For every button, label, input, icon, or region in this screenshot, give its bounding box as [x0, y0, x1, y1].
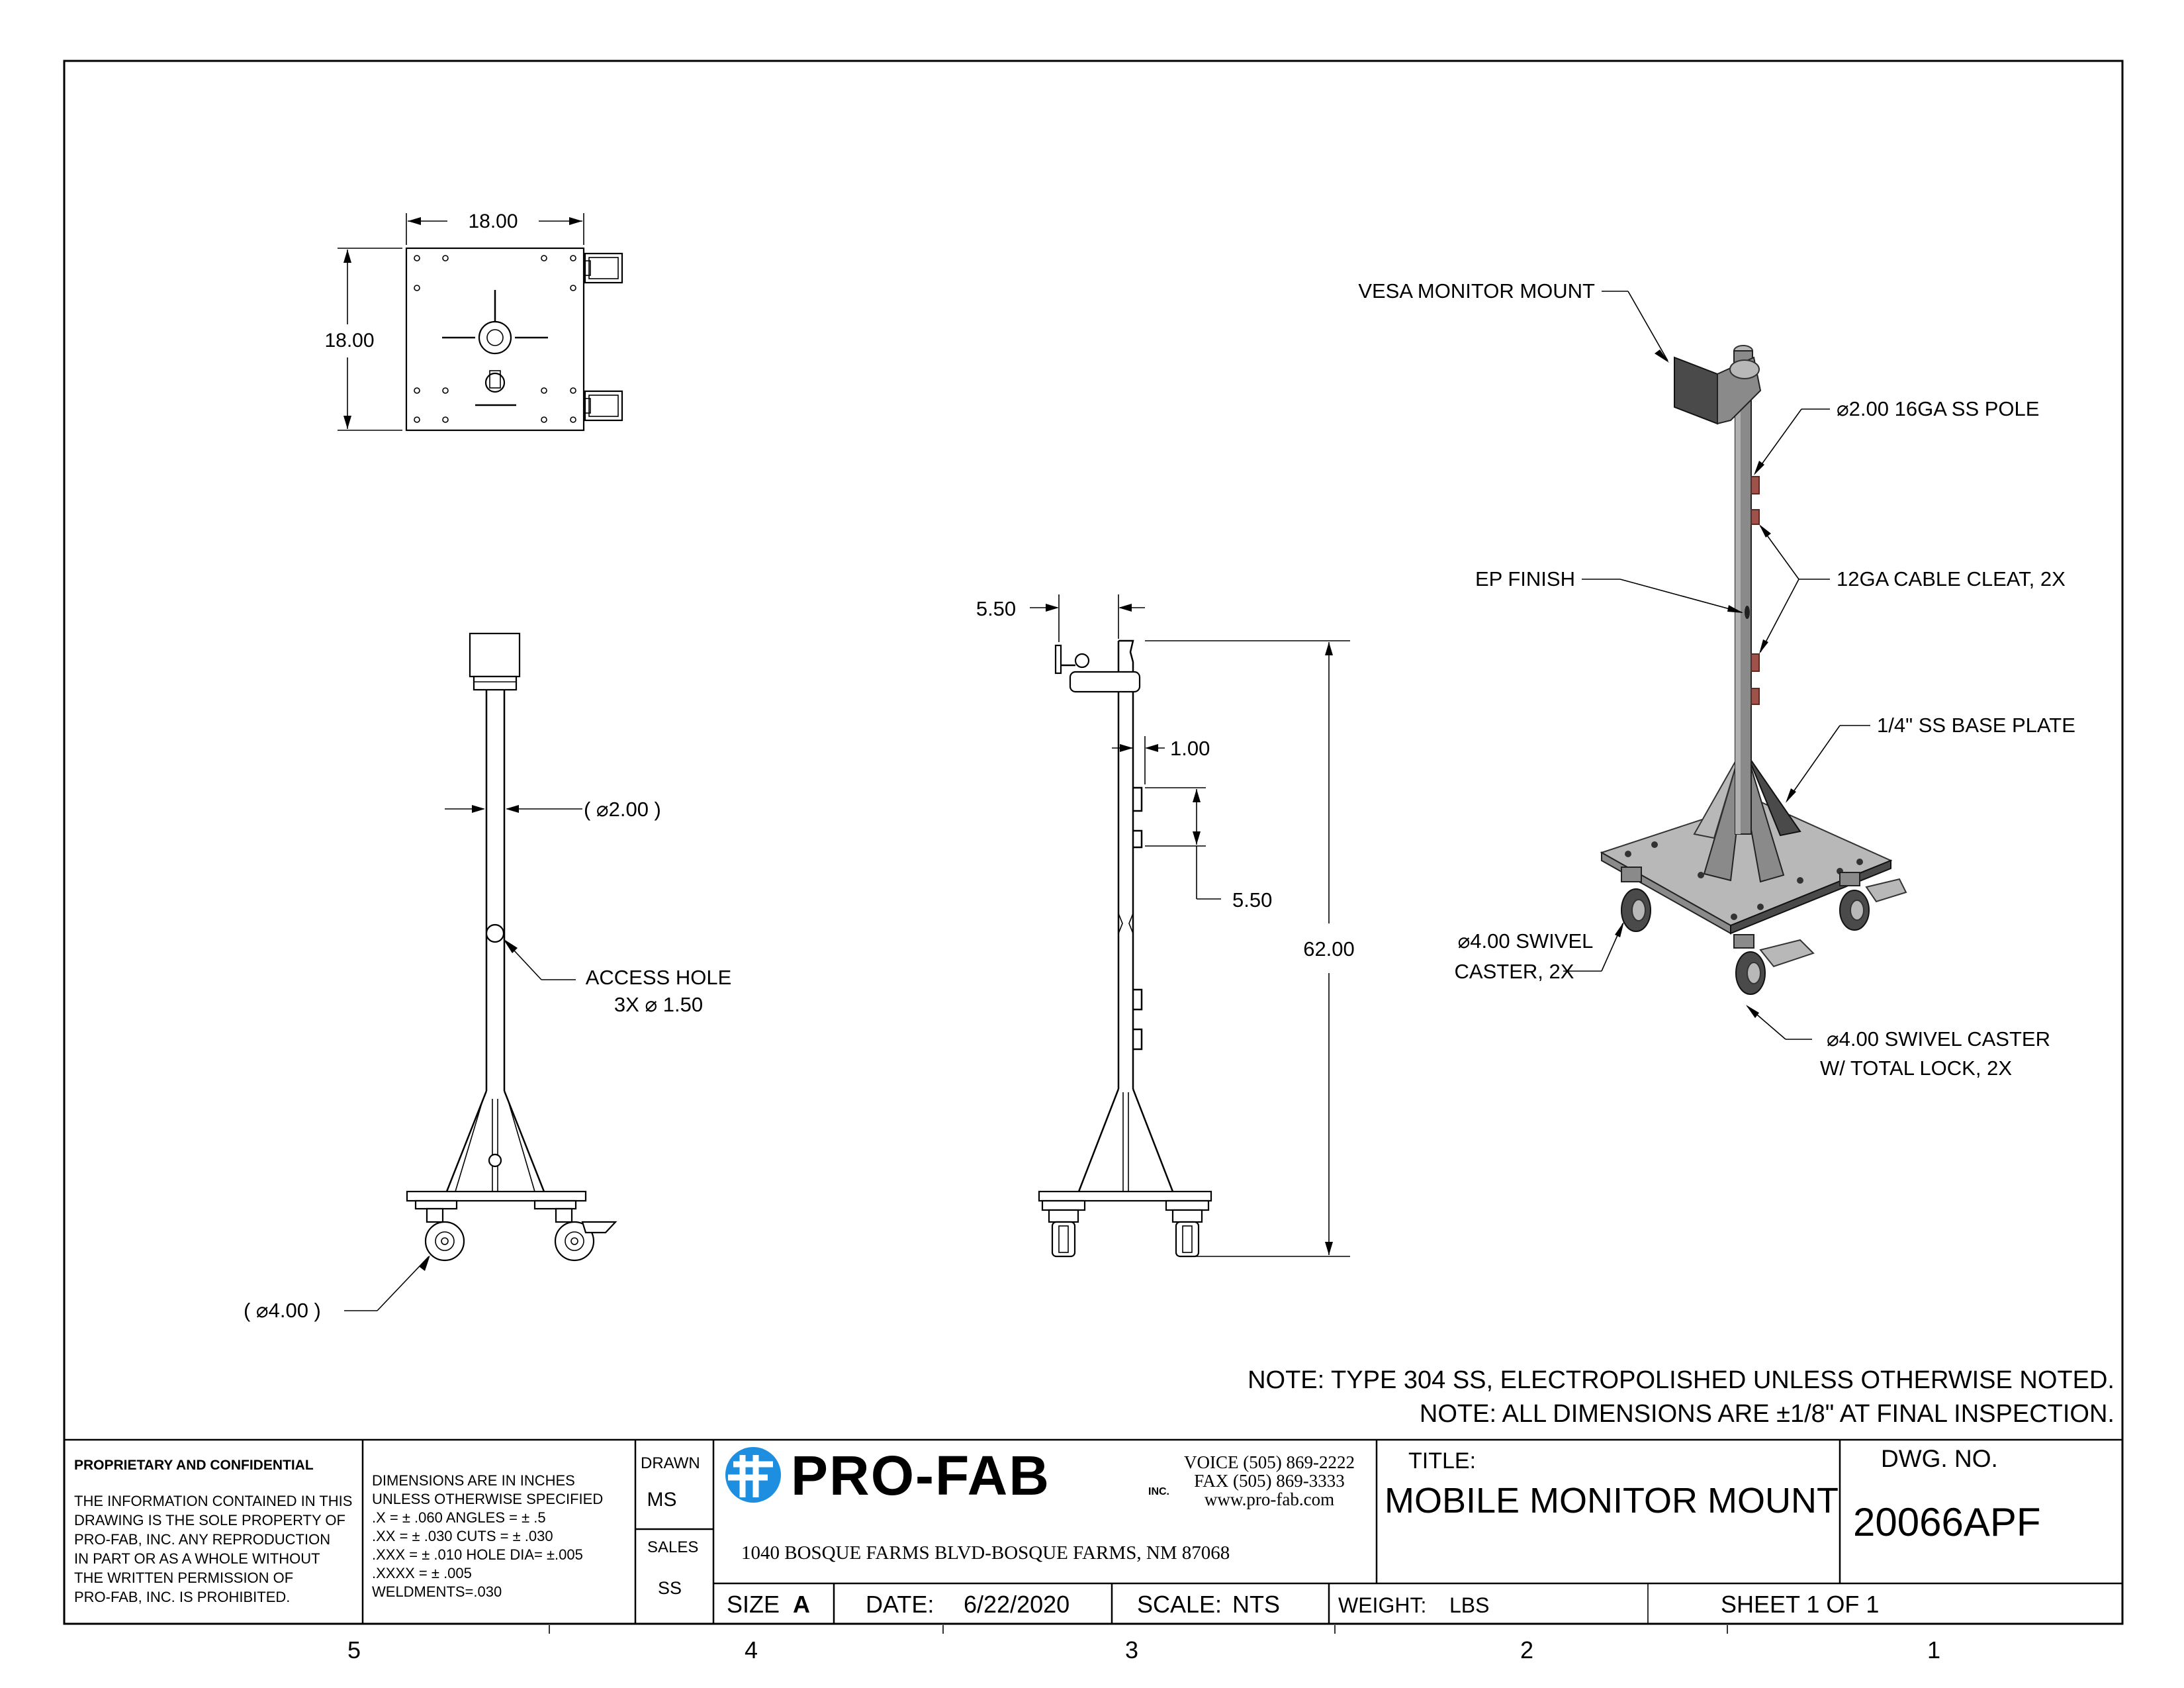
iso-lock-label-2: W/ TOTAL LOCK, 2X [1820, 1056, 2012, 1080]
sheet-number: SHEET 1 OF 1 [1721, 1591, 1879, 1618]
access-hole-label: ACCESS HOLE [586, 966, 732, 989]
iso-swivel-label-2: CASTER, 2X [1455, 960, 1574, 983]
front-pole-dia-dim: ( ⌀2.00 ) [584, 798, 661, 821]
sheet-border [63, 60, 2124, 1625]
weight-value: LBS [1449, 1593, 1489, 1617]
side-mount-offset-dim: 5.50 [976, 597, 1016, 620]
proprietary-line: PRO-FAB, INC. IS PROHIBITED. [74, 1589, 290, 1605]
weight-label: WEIGHT: [1338, 1593, 1426, 1617]
size-label: SIZE [727, 1591, 780, 1618]
sales-label: SALES [647, 1538, 698, 1556]
dwg-value: 20066APF [1853, 1500, 2041, 1544]
iso-caster-front [1733, 934, 1815, 995]
proprietary-line: DRAWING IS THE SOLE PROPERTY OF [74, 1512, 345, 1528]
iso-base-label: 1/4" SS BASE PLATE [1877, 714, 2075, 737]
tolerance-line: .XXX = ± .010 HOLE DIA= ±.005 [372, 1546, 583, 1563]
front-caster-dim: ( ⌀4.00 ) [244, 1299, 321, 1322]
iso-cable-cleats [1751, 476, 1760, 705]
scale-value: NTS [1232, 1591, 1280, 1618]
company-suffix: INC. [1148, 1486, 1169, 1497]
note-material: NOTE: TYPE 304 SS, ELECTROPOLISHED UNLES… [1248, 1366, 2115, 1394]
title-label: TITLE: [1408, 1448, 1476, 1474]
iso-view: VESA MONITOR MOUNT ⌀2.00 16GA SS POLE EP… [1358, 279, 2075, 1080]
iso-pole-label: ⌀2.00 16GA SS POLE [1837, 397, 2039, 420]
tolerance-line: .X = ± .060 ANGLES = ± .5 [372, 1509, 546, 1526]
iso-caster-left [1621, 867, 1651, 932]
front-view: ( ⌀2.00 ) ACCESS HOLE 3X ⌀ 1.50 ( ⌀4.00 … [244, 632, 732, 1322]
zone-number: 3 [1125, 1636, 1138, 1664]
top-view: 18.00 18.00 [324, 211, 623, 432]
title-block: PROPRIETARY AND CONFIDENTIAL THE INFORMA… [64, 1438, 2122, 1624]
date-label: DATE: [866, 1591, 934, 1618]
zone-number: 4 [745, 1636, 758, 1664]
base-plate-holes [414, 255, 576, 423]
tolerance-line: UNLESS OTHERWISE SPECIFIED [372, 1491, 603, 1507]
proprietary-line: PRO-FAB, INC. ANY REPRODUCTION [74, 1531, 330, 1548]
tolerance-line: WELDMENTS=.030 [372, 1583, 502, 1600]
side-overall-height-dim: 62.00 [1303, 937, 1355, 961]
zone-markers: 5 4 3 2 1 [347, 1625, 1940, 1664]
side-view: 5.50 1.00 5.50 62.00 [976, 594, 1355, 1258]
company-web: www.pro-fab.com [1205, 1489, 1334, 1509]
iso-caster-right [1839, 872, 1907, 931]
zone-number: 1 [1927, 1636, 1940, 1664]
top-width-dim: 18.00 [468, 211, 518, 232]
company-name: PRO-FAB [791, 1444, 1050, 1507]
tolerance-line: .XX = ± .030 CUTS = ± .030 [372, 1528, 553, 1544]
sales-value: SS [658, 1578, 682, 1598]
side-cleat-spacing-dim: 5.50 [1232, 888, 1272, 912]
scale-label: SCALE: [1137, 1591, 1222, 1618]
side-cleat-width-dim: 1.00 [1170, 737, 1210, 760]
company-fax: FAX (505) 869-3333 [1194, 1471, 1344, 1491]
iso-vesa-label: VESA MONITOR MOUNT [1358, 279, 1595, 303]
company-logo: PRO-FAB INC. [725, 1444, 1169, 1507]
drawn-label: DRAWN [641, 1454, 700, 1472]
tolerance-line: .XXXX = ± .005 [372, 1565, 472, 1581]
proprietary-line: THE INFORMATION CONTAINED IN THIS [74, 1493, 352, 1509]
proprietary-line: IN PART OR AS A WHOLE WITHOUT [74, 1550, 320, 1567]
company-voice: VOICE (505) 869-2222 [1184, 1452, 1355, 1472]
drawn-value: MS [647, 1489, 677, 1511]
zone-number: 5 [347, 1636, 361, 1664]
iso-swivel-label-1: ⌀4.00 SWIVEL [1458, 929, 1594, 953]
zone-number: 2 [1520, 1636, 1533, 1664]
access-hole-qty: 3X ⌀ 1.50 [614, 993, 703, 1016]
title-value: MOBILE MONITOR MOUNT [1385, 1481, 1839, 1521]
iso-cleat-label: 12GA CABLE CLEAT, 2X [1837, 567, 2066, 590]
top-height-dim: 18.00 [324, 330, 374, 352]
dwg-label: DWG. NO. [1881, 1445, 1998, 1472]
tolerance-line: DIMENSIONS ARE IN INCHES [372, 1472, 575, 1489]
company-address: 1040 BOSQUE FARMS BLVD-BOSQUE FARMS, NM … [741, 1542, 1230, 1564]
iso-lock-label-1: ⌀4.00 SWIVEL CASTER [1827, 1027, 2050, 1051]
proprietary-line: THE WRITTEN PERMISSION OF [74, 1570, 293, 1586]
note-tolerance: NOTE: ALL DIMENSIONS ARE ±1/8" AT FINAL … [1420, 1400, 2115, 1428]
size-value: A [793, 1591, 810, 1618]
proprietary-heading: PROPRIETARY AND CONFIDENTIAL [74, 1458, 314, 1473]
iso-finish-label: EP FINISH [1475, 567, 1575, 590]
date-value: 6/22/2020 [964, 1591, 1069, 1618]
